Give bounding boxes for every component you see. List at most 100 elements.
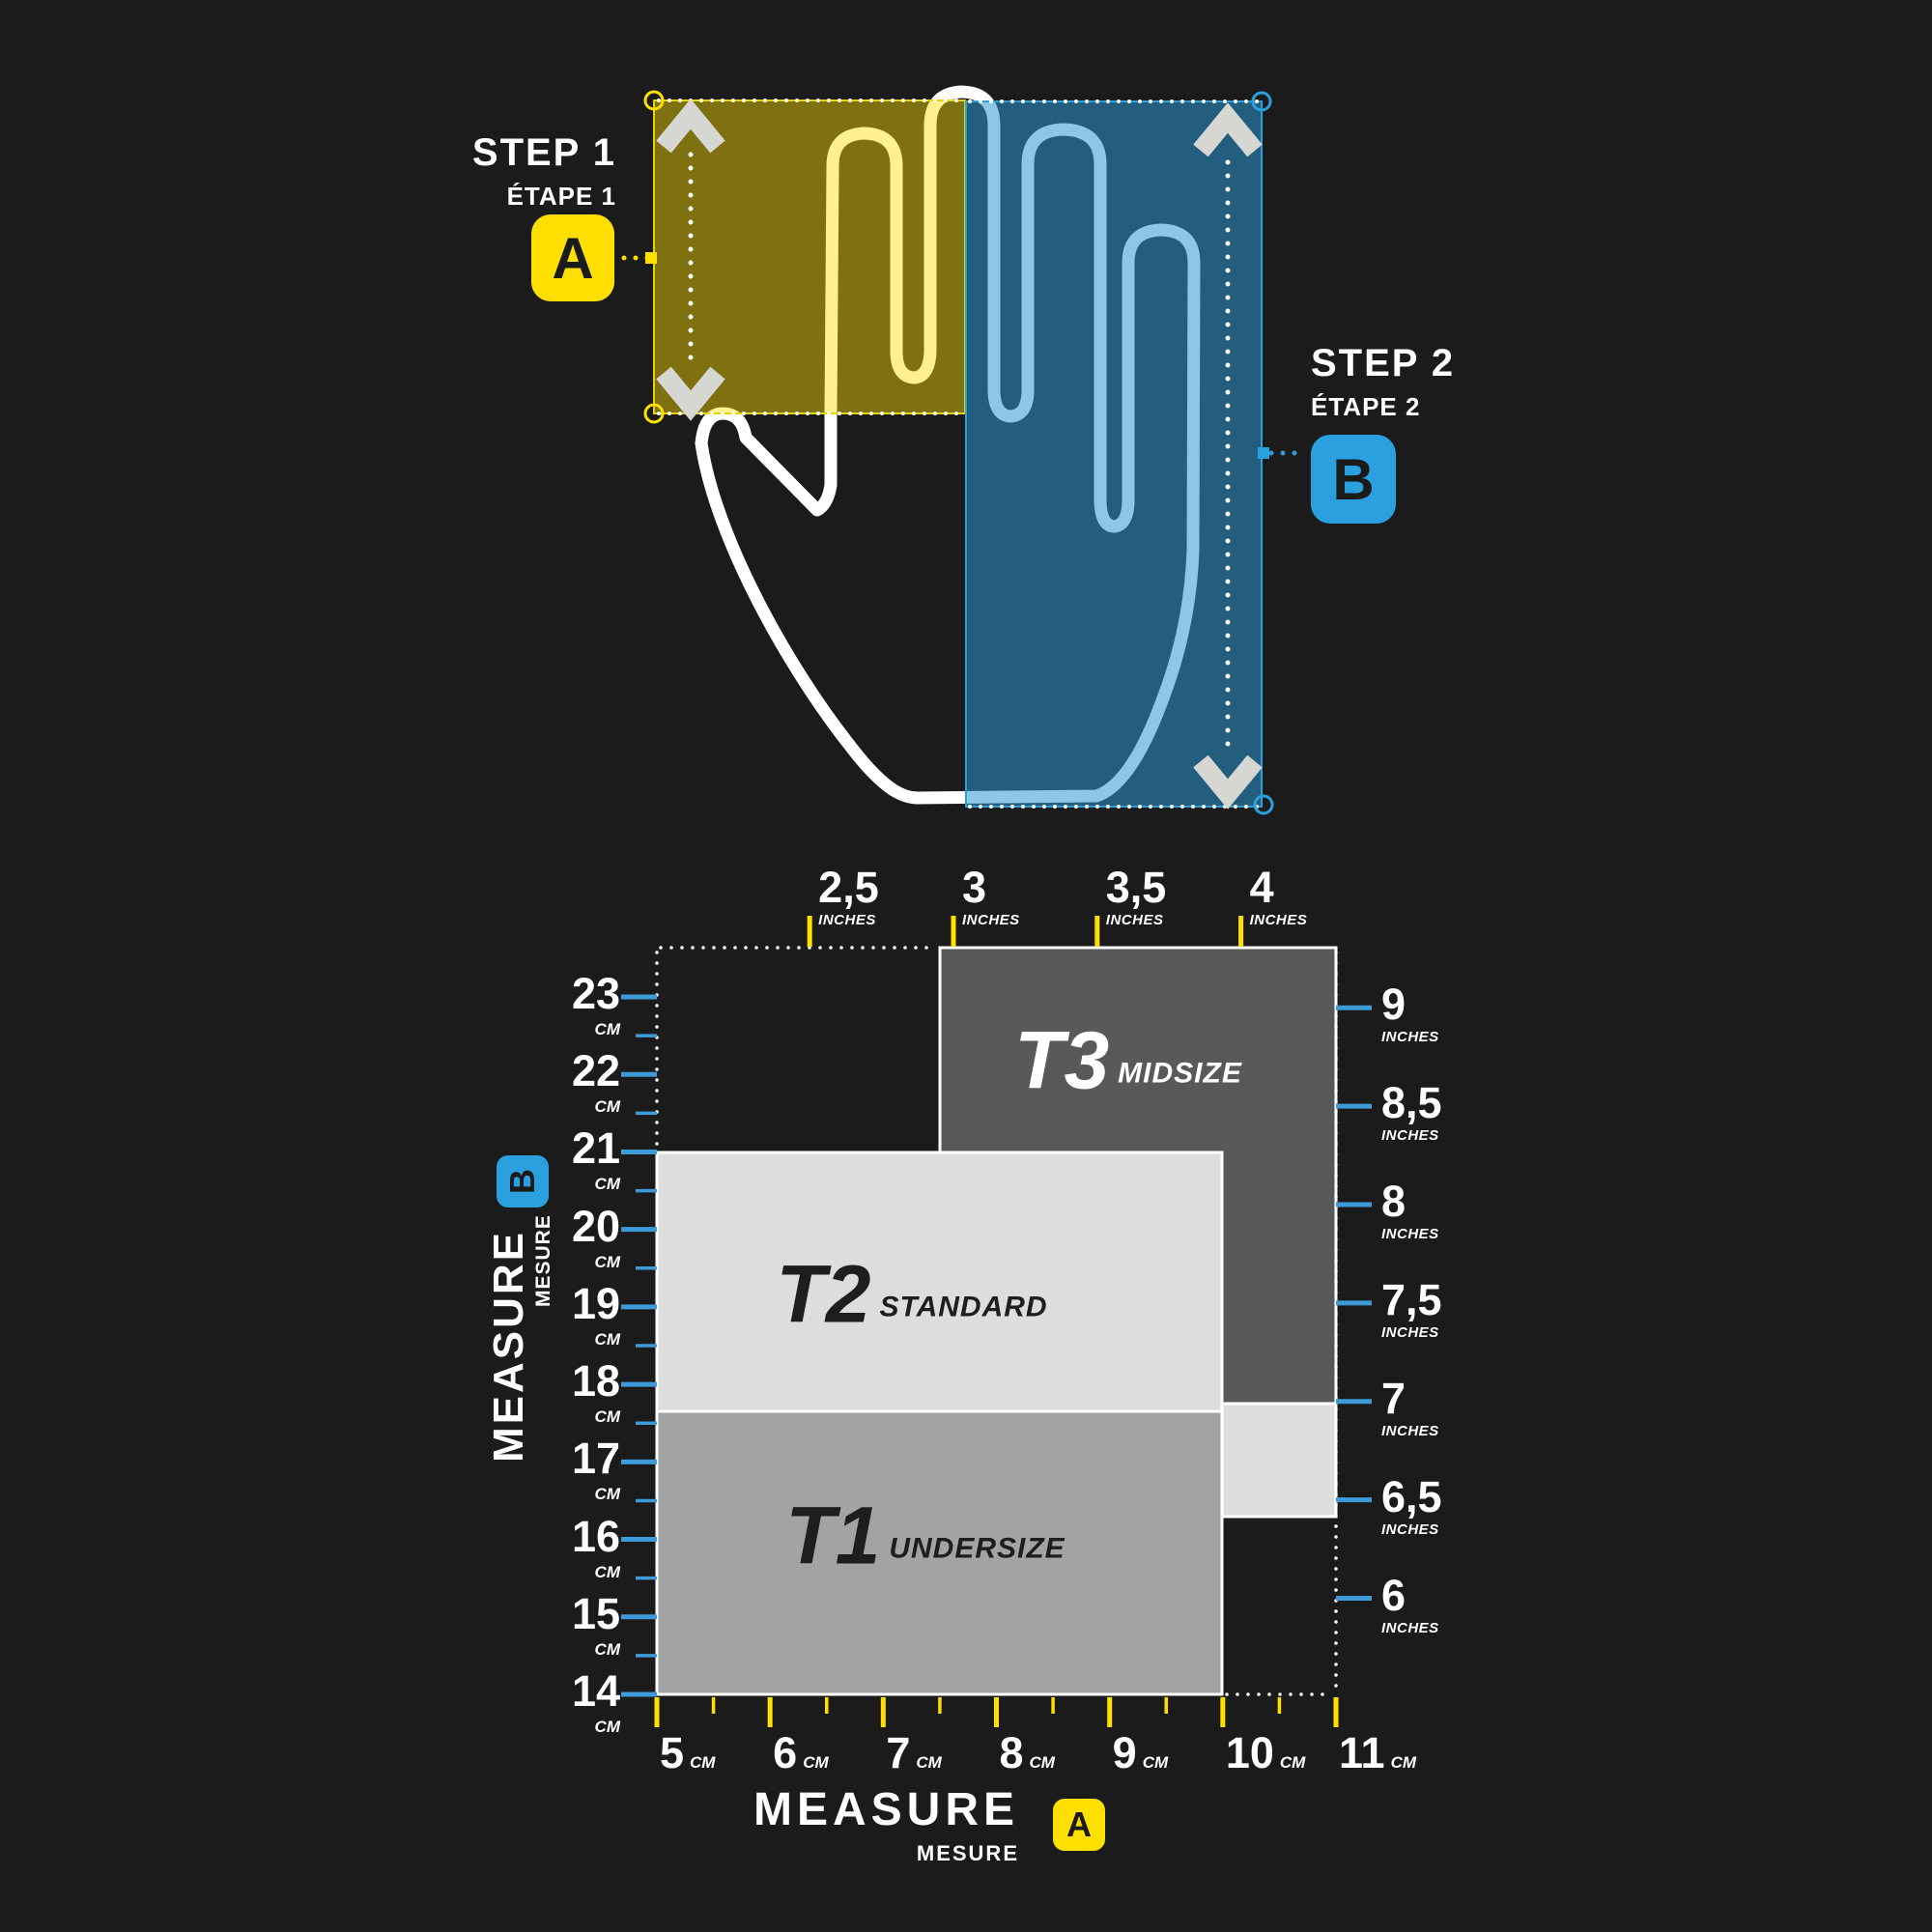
t1-region [655,1409,1224,1696]
step2-title: STEP 2 [1311,342,1456,384]
t2-name: STANDARD [879,1291,1048,1323]
tick-unit: INCHES [1249,912,1308,928]
tick-unit: INCHES [1381,1127,1439,1145]
tick-unit: CM [916,1753,942,1772]
tick-value: 14 [571,1666,620,1716]
measure-b-badge: B [497,1155,549,1208]
tick-value: 8 [999,1728,1024,1777]
arrow-down-icon [656,366,725,421]
tick-unit: CM [594,1718,620,1736]
measure-a-block: MEASURE MESURE [753,1787,1019,1864]
t3-code: T3 [1014,1014,1110,1106]
tick-unit: CM [594,1020,620,1039]
tick-unit: INCHES [1381,1226,1439,1242]
tick-value: 21 [571,1123,620,1174]
tick-value: 17 [571,1434,620,1484]
length-measure-rect-b [966,101,1262,807]
tick-value: 7 [886,1728,911,1777]
tick-unit: CM [594,1252,620,1271]
tick-unit: CM [1142,1753,1169,1772]
tick-unit: INCHES [1381,1422,1439,1439]
t3-name: MIDSIZE [1118,1057,1242,1090]
tick-unit: CM [594,1485,620,1504]
tick-value: 15 [571,1588,620,1638]
step2-block: STEP 2 ÉTAPE 2 [1311,344,1455,419]
tick-unit: CM [594,1407,620,1427]
tick-unit: CM [690,1753,716,1772]
tick-unit: CM [594,1175,620,1194]
step1-block: STEP 1 ÉTAPE 1 [472,133,616,209]
tick-unit: INCHES [1381,1029,1439,1046]
tick-value: 2,5 [818,863,879,912]
tick-unit: CM [1029,1753,1055,1772]
tick-value: 9 [1112,1728,1137,1777]
tick-value: 10 [1225,1728,1274,1777]
tick-unit: CM [1390,1753,1417,1772]
tick-value: 9 [1381,980,1406,1030]
tick-unit: CM [594,1097,620,1117]
measure-b-label: MEASURE [485,1229,532,1463]
arrow-down-icon [1193,754,1263,810]
tick-value: 7 [1381,1373,1406,1423]
badge-b-letter: B [1332,446,1375,512]
step1-subtitle: ÉTAPE 1 [506,182,616,211]
t2-code: T2 [776,1248,871,1340]
chart-boundary-dotted [655,946,1338,1696]
t2-label: T2 STANDARD [776,1248,1048,1340]
tick-unit: INCHES [961,912,1020,928]
tick-value: 19 [571,1278,620,1328]
badge-b: B [1311,435,1396,524]
tick-unit: CM [594,1329,620,1349]
measure-a-badge: A [1053,1799,1105,1851]
tick-unit: CM [594,1639,620,1659]
badge-a-letter: A [552,225,594,291]
tick-value: 16 [571,1511,620,1561]
measure-line-a [656,99,725,421]
tick-value: 11 [1339,1728,1385,1777]
badge-leaders [621,252,1307,459]
tick-value: 8,5 [1381,1078,1442,1128]
tick-unit: INCHES [1381,1619,1439,1636]
tick-unit: INCHES [1381,1323,1439,1341]
arrow-up-icon [656,99,725,154]
measure-a-label: MEASURE [753,1784,1019,1835]
tick-unit: CM [594,1562,620,1581]
tick-value: 7,5 [1381,1274,1442,1324]
size-regions [655,946,1338,1696]
tick-value: 5 [660,1728,685,1777]
tick-value: 22 [571,1046,620,1096]
tick-value: 3 [961,863,987,912]
tick-unit: INCHES [818,912,876,928]
tick-value: 18 [571,1356,620,1406]
badge-a: A [531,214,614,301]
t3-label: T3 MIDSIZE [1014,1014,1242,1106]
width-measure-rect-a [654,100,965,413]
tick-unit: INCHES [1381,1520,1439,1538]
t1-label: T1 UNDERSIZE [785,1495,1065,1577]
arrow-up-icon [1193,102,1263,157]
